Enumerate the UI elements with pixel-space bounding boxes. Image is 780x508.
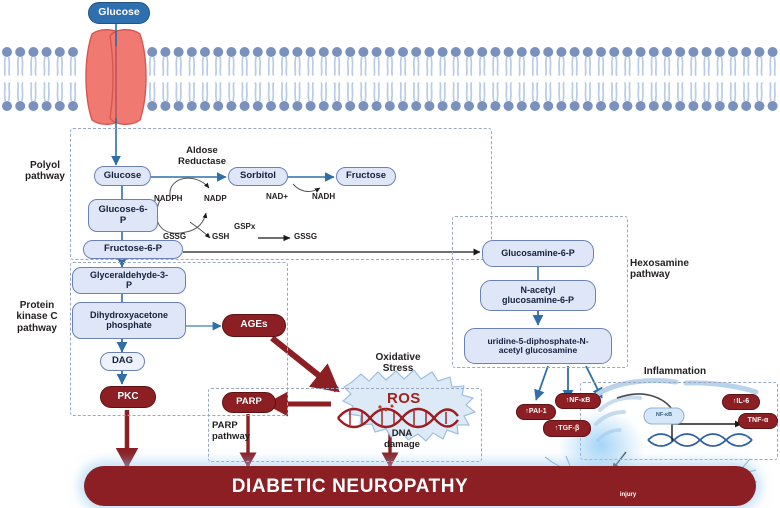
label-line1: DNA bbox=[391, 428, 413, 439]
node-label: Glucose bbox=[103, 169, 142, 181]
parp-pathway-region bbox=[208, 388, 482, 462]
il-6-badge[interactable]: ↑IL-6 bbox=[722, 394, 760, 410]
node-dihydroxyacetone-phosphate[interactable]: Dihydroxyacetone phosphate bbox=[72, 302, 186, 339]
label-line2: Reductase bbox=[177, 155, 227, 167]
node-label-line2: acetyl glucosamine bbox=[498, 345, 578, 355]
node-label: AGEs bbox=[240, 319, 268, 331]
node-pkc[interactable]: PKC bbox=[100, 386, 156, 408]
pkc-pathway-label: Protein kinase C pathway bbox=[4, 300, 70, 334]
node-label-line1: Glucose-6- bbox=[98, 204, 148, 216]
node-label: Fructose-6-P bbox=[103, 243, 163, 255]
nadp-label: NADP bbox=[204, 194, 227, 203]
label-line1: Polyol bbox=[29, 160, 60, 171]
oxidative-stress-label: Oxidative Stress bbox=[362, 352, 434, 375]
polyol-pathway-region bbox=[70, 128, 492, 260]
node-label: Glucose bbox=[98, 6, 140, 19]
diabetic-neuropathy-banner bbox=[84, 466, 756, 506]
banner-label: DIABETIC NEUROPATHY bbox=[231, 476, 469, 497]
node-glyceraldehyde-3-p[interactable]: Glyceraldehyde-3- P bbox=[72, 267, 186, 294]
node-label: Glucosamine-6-P bbox=[501, 247, 575, 258]
node-glucose-6-p[interactable]: Glucose-6- P bbox=[88, 199, 158, 232]
node-label: DAG bbox=[111, 355, 134, 367]
node-parp[interactable]: PARP bbox=[222, 392, 276, 413]
label-line2: damage bbox=[384, 438, 420, 450]
node-label-line1: uridine-5-diphosphate-N- bbox=[487, 335, 589, 346]
ros-label: ROS bbox=[387, 390, 421, 407]
dna-helix bbox=[337, 404, 459, 429]
node-label-line2: P bbox=[119, 214, 127, 226]
gssg-left-label: GSSG bbox=[163, 232, 187, 241]
label-line1: PARP bbox=[212, 420, 238, 431]
badge-label: ↑PAI-1 bbox=[525, 408, 547, 416]
nucleus-nfkb-label: NF-κB bbox=[655, 412, 673, 418]
node-label: Fructose bbox=[345, 170, 387, 182]
nadph-label: NADPH bbox=[154, 194, 183, 203]
label-line1: Protein bbox=[19, 300, 55, 311]
label-line2: kinase C bbox=[16, 311, 58, 323]
node-label-line1: Glyceraldehyde-3- bbox=[89, 269, 169, 280]
badge-label: ↑TGF-β bbox=[554, 424, 580, 432]
node-glucose-intracellular[interactable]: Glucose bbox=[94, 166, 151, 186]
badge-label: ↑NF-κB bbox=[565, 397, 591, 405]
tnf-alpha-badge[interactable]: TNF-α bbox=[738, 413, 778, 429]
label-line1: Oxidative bbox=[375, 352, 421, 363]
aldose-reductase-label: Aldose Reductase bbox=[162, 145, 242, 168]
node-label-line1: N-acetyl bbox=[520, 284, 556, 295]
node-label: Sorbitol bbox=[240, 170, 276, 182]
label-line1: Hexosamine bbox=[630, 258, 689, 269]
node-label-line1: Dihydroxyacetone bbox=[89, 309, 169, 320]
parp-pathway-label: PARP pathway bbox=[212, 420, 270, 443]
node-glucose-extracellular[interactable]: Glucose bbox=[88, 2, 150, 24]
label-line1: Aldose bbox=[186, 145, 218, 156]
badge-label: ↑IL-6 bbox=[732, 398, 750, 406]
node-label-line2: phosphate bbox=[106, 319, 152, 330]
dna-damage-label: DNA damage bbox=[370, 428, 434, 451]
label-line2: pathway bbox=[24, 171, 65, 183]
node-label: PKC bbox=[117, 390, 139, 402]
gsh-label: GSH bbox=[212, 232, 230, 241]
node-label-line2: glucosamine-6-P bbox=[501, 294, 575, 305]
node-fructose[interactable]: Fructose bbox=[336, 167, 396, 186]
polyol-pathway-label: Polyol pathway bbox=[14, 160, 76, 183]
inflammation-label: Inflammation bbox=[643, 366, 707, 377]
node-glucosamine-6-p[interactable]: Glucosamine-6-P bbox=[482, 240, 594, 267]
nadh-label: NADH bbox=[312, 192, 336, 201]
node-n-acetyl-glucosamine-6-p[interactable]: N-acetyl glucosamine-6-P bbox=[480, 280, 596, 311]
injury-label: injury bbox=[619, 492, 637, 498]
node-label: PARP bbox=[236, 396, 262, 408]
nfkb-badge[interactable]: ↑NF-κB bbox=[555, 393, 601, 409]
node-fructose-6-p[interactable]: Fructose-6-P bbox=[83, 240, 183, 259]
node-udp-n-acetyl-glucosamine[interactable]: uridine-5-diphosphate-N- acetyl glucosam… bbox=[464, 328, 612, 364]
badge-label: TNF-α bbox=[747, 417, 769, 425]
hexosamine-pathway-label: Hexosamine pathway bbox=[630, 258, 716, 281]
node-ages[interactable]: AGEs bbox=[222, 314, 286, 337]
label-line3: pathway bbox=[16, 322, 57, 334]
hexosamine-pathway-region bbox=[452, 216, 628, 368]
pai-1-badge[interactable]: ↑PAI-1 bbox=[516, 404, 556, 420]
label-line2: pathway bbox=[630, 269, 671, 281]
gssg-right-label: GSSG bbox=[294, 232, 318, 241]
label-line2: pathway bbox=[212, 430, 251, 442]
tgf-beta-badge[interactable]: ↑TGF-β bbox=[543, 420, 591, 437]
node-dag[interactable]: DAG bbox=[100, 352, 145, 371]
gspx-label: GSPx bbox=[234, 222, 256, 231]
label-line2: Stress bbox=[382, 363, 414, 375]
node-sorbitol[interactable]: Sorbitol bbox=[228, 167, 288, 186]
arrow-ages-ros bbox=[270, 335, 340, 393]
nad-plus-label: NAD+ bbox=[266, 192, 289, 201]
node-label-line2: P bbox=[125, 279, 132, 290]
pkc-pathway-region bbox=[70, 262, 288, 416]
